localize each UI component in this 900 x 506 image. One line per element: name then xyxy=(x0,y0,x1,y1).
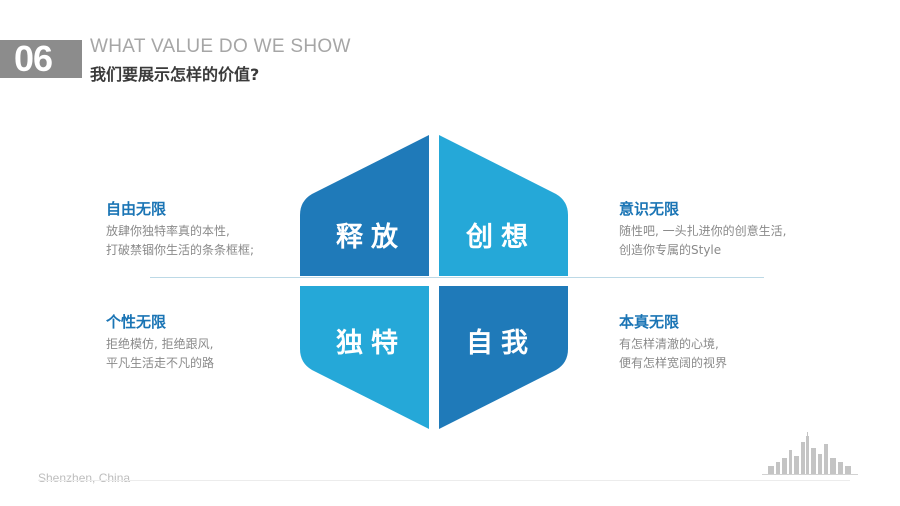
block-line: 便有怎样宽阔的视界 xyxy=(619,356,728,370)
quadrant-top-left xyxy=(300,135,429,276)
section-number-block xyxy=(0,40,82,78)
block-line: 拒绝模仿, 拒绝跟风, xyxy=(106,337,214,351)
quadrant-label-top-right: 创想 xyxy=(466,222,536,253)
horizontal-divider xyxy=(150,277,764,278)
city-skyline-icon xyxy=(760,430,860,476)
text-block-bottom-right: 本真无限 有怎样清澈的心境, 便有怎样宽阔的视界 xyxy=(619,312,727,373)
quadrant-label-top-left: 释放 xyxy=(336,222,406,253)
quadrant-label-bottom-left: 独特 xyxy=(336,328,406,359)
quadrant-bottom-left xyxy=(300,286,429,429)
block-heading: 个性无限 xyxy=(106,313,167,331)
block-line: 创造你专属的Style xyxy=(619,243,722,257)
block-heading: 本真无限 xyxy=(619,313,680,331)
hexagon-diagram: 释放 创想 独特 自我 xyxy=(298,133,570,431)
block-line: 平凡生活走不凡的路 xyxy=(106,356,215,370)
text-block-top-right: 意识无限 随性吧, 一头扎进你的创意生活, 创造你专属的Style xyxy=(619,199,786,260)
block-line: 打破禁锢你生活的条条框框; xyxy=(106,243,255,257)
block-heading: 意识无限 xyxy=(619,200,680,218)
section-number: 06 xyxy=(14,38,53,79)
block-heading: 自由无限 xyxy=(106,200,167,218)
quadrant-top-right xyxy=(439,135,568,276)
block-line: 放肆你独特率真的本性, xyxy=(106,224,230,238)
quadrant-bottom-right xyxy=(439,286,568,429)
text-block-bottom-left: 个性无限 拒绝模仿, 拒绝跟风, 平凡生活走不凡的路 xyxy=(106,312,214,373)
text-block-top-left: 自由无限 放肆你独特率真的本性, 打破禁锢你生活的条条框框; xyxy=(106,199,254,260)
footer-city-label: Shenzhen, China xyxy=(38,471,131,485)
block-line: 随性吧, 一头扎进你的创意生活, xyxy=(619,224,787,238)
quadrant-label-bottom-right: 自我 xyxy=(466,328,536,359)
page-title: 我们要展示怎样的价值? xyxy=(90,65,260,84)
block-line: 有怎样清澈的心境, xyxy=(619,337,719,351)
footer-divider xyxy=(38,480,850,481)
page-subtitle-english: WHAT VALUE DO WE SHOW xyxy=(90,36,351,57)
